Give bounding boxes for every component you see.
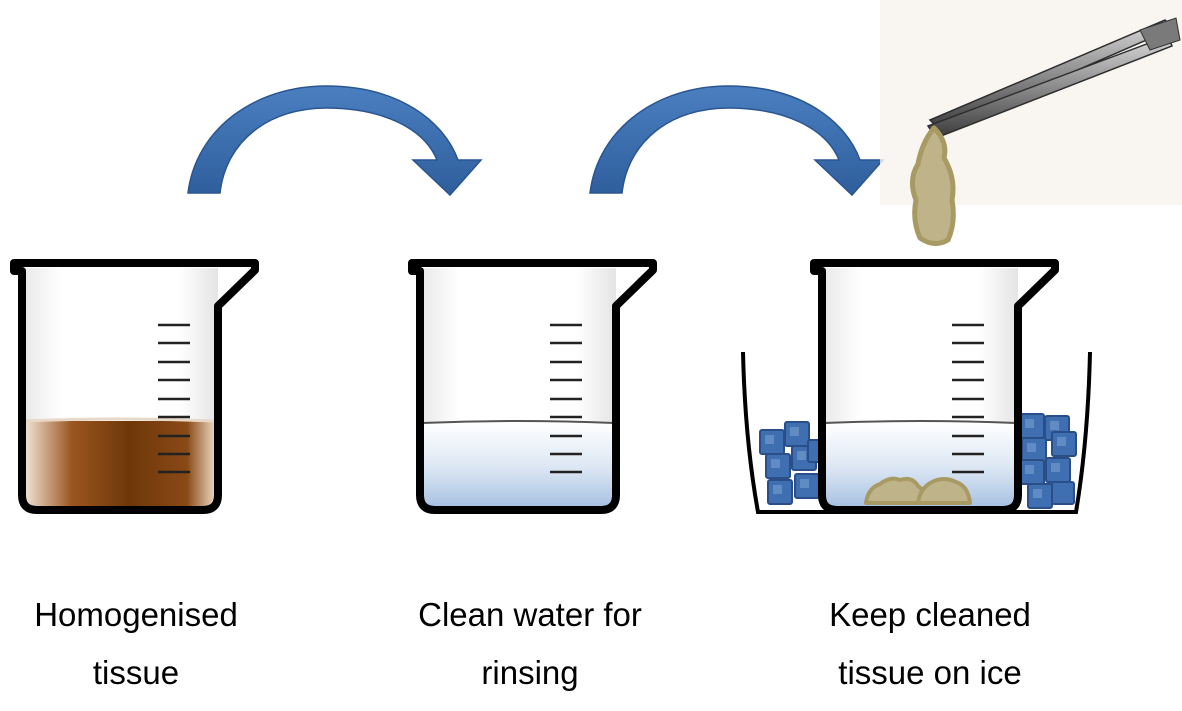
beaker-icon	[810, 259, 1059, 514]
curved-arrow-icon	[589, 85, 885, 197]
brown-liquid	[24, 421, 216, 506]
caption-line: Keep cleaned	[829, 596, 1031, 633]
beaker-icon	[10, 259, 259, 514]
step-caption-keep-on-ice: Keep cleaned tissue on ice	[780, 586, 1080, 702]
curved-arrow-icon	[187, 85, 483, 197]
caption-line: tissue	[92, 654, 180, 691]
clean-water	[824, 423, 1016, 506]
caption-line: rinsing	[481, 654, 579, 691]
step-caption-homogenised-tissue: Homogenised tissue	[0, 586, 272, 702]
ice-cube-icon	[1019, 413, 1077, 509]
caption-line: tissue on ice	[838, 654, 1022, 691]
tissue-piece-icon	[916, 477, 972, 505]
step-caption-clean-water: Clean water for rinsing	[380, 586, 680, 702]
caption-line: Homogenised	[34, 596, 238, 633]
caption-line: Clean water for	[418, 596, 642, 633]
clean-water	[422, 423, 614, 506]
tissue-piece-icon	[910, 125, 956, 246]
beaker-icon	[408, 259, 657, 514]
